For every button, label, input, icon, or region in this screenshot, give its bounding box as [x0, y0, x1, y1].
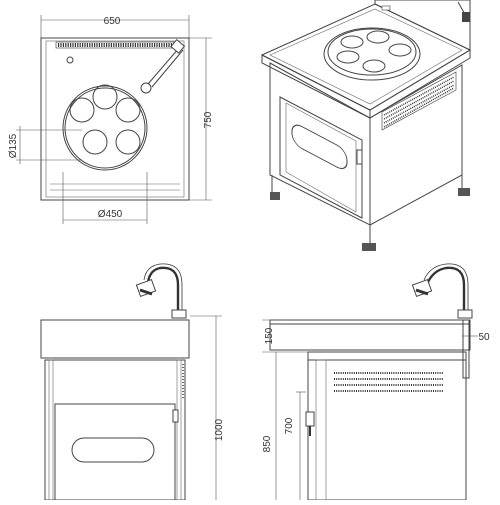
- basin-outer: [62, 85, 148, 171]
- iso-top-surface: [260, 3, 472, 111]
- side-handle: [305, 411, 315, 427]
- side-view: 150 50 850 700: [262, 263, 490, 501]
- side-tap: [411, 263, 473, 379]
- side-left-post: [315, 359, 327, 501]
- side-body-top-rail: [307, 351, 467, 361]
- basin-holes: [69, 84, 141, 155]
- top-vent-strip: [55, 41, 175, 49]
- front-view: 1000: [40, 263, 225, 501]
- iso-hole: [340, 35, 364, 49]
- iso-front-panel: [269, 62, 371, 226]
- iso-legs: [270, 175, 470, 251]
- iso-hole: [336, 50, 360, 64]
- iso-door: [279, 96, 363, 219]
- dim-label-450: Ø450: [98, 209, 123, 220]
- iso-hole: [366, 30, 390, 44]
- front-tap: [135, 263, 187, 319]
- front-top-box: [40, 319, 190, 359]
- iso-door-handle: [356, 149, 363, 165]
- iso-basin: [323, 27, 421, 81]
- dim-label-850: 850: [262, 435, 273, 452]
- side-vents: [334, 372, 444, 392]
- side-top-edge: [269, 320, 470, 325]
- basin-hole: [115, 97, 141, 123]
- front-door: [54, 403, 176, 501]
- basin-hole: [92, 84, 118, 110]
- iso-hole: [388, 43, 412, 57]
- front-body: [44, 359, 186, 501]
- iso-door-inner: [285, 102, 357, 213]
- side-body: [307, 351, 467, 501]
- iso-top-inner: [269, 8, 463, 105]
- iso-side-vent: [381, 71, 457, 131]
- front-door-window: [71, 437, 155, 463]
- side-top-slab: [269, 319, 471, 351]
- dim-label-750: 750: [203, 111, 214, 128]
- iso-hole: [362, 59, 386, 73]
- iso-tap: [381, 1, 470, 22]
- iso-basin-holes: [336, 30, 412, 73]
- basin-hole: [115, 129, 141, 155]
- isometric-view: [260, 0, 472, 251]
- basin-hole: [82, 129, 108, 155]
- dim-label-135: Ø135: [8, 133, 19, 158]
- basin-inner: [64, 87, 146, 169]
- dim-label-50: 50: [478, 332, 490, 343]
- dim-label-700: 700: [284, 417, 295, 434]
- iso-door-window: [291, 124, 348, 170]
- front-left-post: [48, 359, 54, 501]
- top-tap-arm: [140, 39, 186, 94]
- iso-side-rim: [369, 49, 471, 119]
- dim-label-150: 150: [264, 327, 275, 344]
- iso-basin-inner: [327, 28, 417, 76]
- iso-backsplash: [374, 0, 471, 51]
- top-inner-frame: [45, 40, 185, 198]
- basin-hole: [69, 97, 95, 123]
- top-outer-frame: [40, 37, 190, 201]
- top-view: 650 Ø135: [8, 15, 214, 224]
- tap-hole: [66, 56, 74, 64]
- dim-label-1000: 1000: [214, 418, 225, 441]
- front-right-post: [176, 359, 182, 501]
- front-door-handle: [172, 409, 179, 423]
- dim-label-650: 650: [104, 16, 121, 27]
